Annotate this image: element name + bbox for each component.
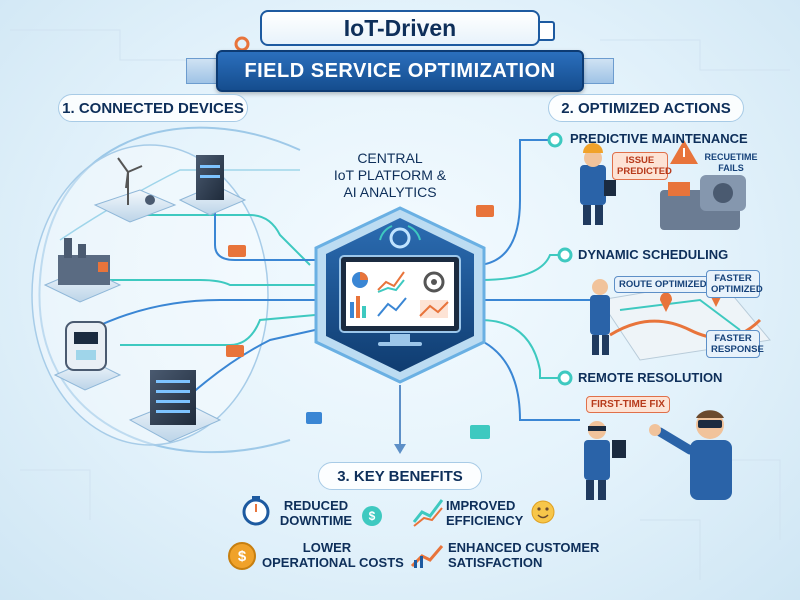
benefit-icons: $ $: [228, 496, 555, 570]
title-line1: IoT-Driven: [260, 10, 540, 46]
benefit-lower-costs: LOWER OPERATIONAL COSTS: [262, 540, 404, 570]
svg-text:$: $: [369, 509, 376, 523]
settings-gear-icon: [389, 227, 411, 249]
dollar-coin-large-icon: $: [228, 542, 256, 570]
hub-label: CENTRAL IoT PLATFORM & AI ANALYTICS: [320, 150, 460, 201]
stopwatch-icon: [242, 496, 270, 526]
server-rack-device: [128, 370, 222, 443]
benefit-line1: IMPROVED: [446, 498, 516, 513]
rising-chart-icon: [410, 545, 444, 568]
section-optimized-actions: 2. OPTIMIZED ACTIONS: [548, 94, 744, 122]
remote-resolution-scene: [584, 410, 732, 500]
title-banner: IoT-Driven FIELD SERVICE OPTIMIZATION: [186, 10, 614, 92]
action-label-scheduling: DYNAMIC SCHEDULING: [578, 247, 729, 262]
server-small-device: [178, 155, 247, 216]
dollar-coin-icon: $: [362, 506, 382, 526]
tag-route-optimized: ROUTE OPTIMIZED: [614, 276, 712, 293]
hub-label-line3: AI ANALYTICS: [343, 184, 437, 200]
data-packet-icons: [226, 205, 494, 439]
benefit-customer-satisfaction: ENHANCED CUSTOMER SATISFACTION: [448, 540, 600, 570]
hub-label-line2: IoT PLATFORM &: [333, 167, 447, 183]
wind-turbine-device: [93, 157, 177, 223]
action-label-remote: REMOTE RESOLUTION: [578, 370, 723, 385]
benefit-line2: SATISFACTION: [448, 555, 543, 570]
benefit-line1: ENHANCED CUSTOMER: [448, 540, 600, 555]
predictive-maintenance-scene: [580, 140, 746, 230]
tag-faster-optimized: FASTER OPTIMIZED: [706, 270, 763, 298]
smile-face-icon: [531, 500, 555, 524]
action-nodes: [547, 132, 573, 386]
action-label-predictive: PREDICTIVE MAINTENANCE: [570, 131, 748, 146]
benefit-line2: EFFICIENCY: [446, 513, 524, 528]
gear-icon: [423, 271, 445, 293]
section-key-benefits: 3. KEY BENEFITS: [318, 462, 482, 490]
devices-ring: [38, 126, 301, 454]
tag-issue-predicted: ISSUE PREDICTED: [612, 152, 672, 180]
benefit-line1: LOWER: [302, 540, 352, 555]
hub-label-line1: CENTRAL: [357, 150, 423, 166]
svg-text:$: $: [238, 548, 247, 565]
right-connections: [479, 139, 600, 421]
central-hub: [314, 206, 486, 384]
title-line2: FIELD SERVICE OPTIMIZATION: [216, 50, 584, 92]
benefit-line2: OPERATIONAL COSTS: [262, 555, 404, 570]
tag-faster-response: FASTER RESPONSE: [706, 330, 764, 358]
benefit-line2: DOWNTIME: [279, 513, 353, 528]
benefit-improved-efficiency: IMPROVED EFFICIENCY: [446, 498, 532, 528]
benefit-line1: REDUCED: [283, 498, 349, 513]
factory-device: [43, 238, 122, 303]
vr-goggles-icon: [698, 420, 722, 428]
smart-meter-device: [53, 321, 122, 391]
section-connected-devices: 1. CONNECTED DEVICES: [58, 94, 248, 122]
benefit-reduced-downtime: REDUCED DOWNTIME: [274, 498, 358, 528]
growth-chart-icon: [412, 499, 444, 527]
tag-recuetime-fails: RECUETIME FAILS: [704, 152, 758, 173]
tag-first-time-fix: FIRST-TIME FIX: [586, 396, 670, 413]
left-connections: [59, 169, 316, 396]
map-pin-icon: [660, 292, 672, 312]
